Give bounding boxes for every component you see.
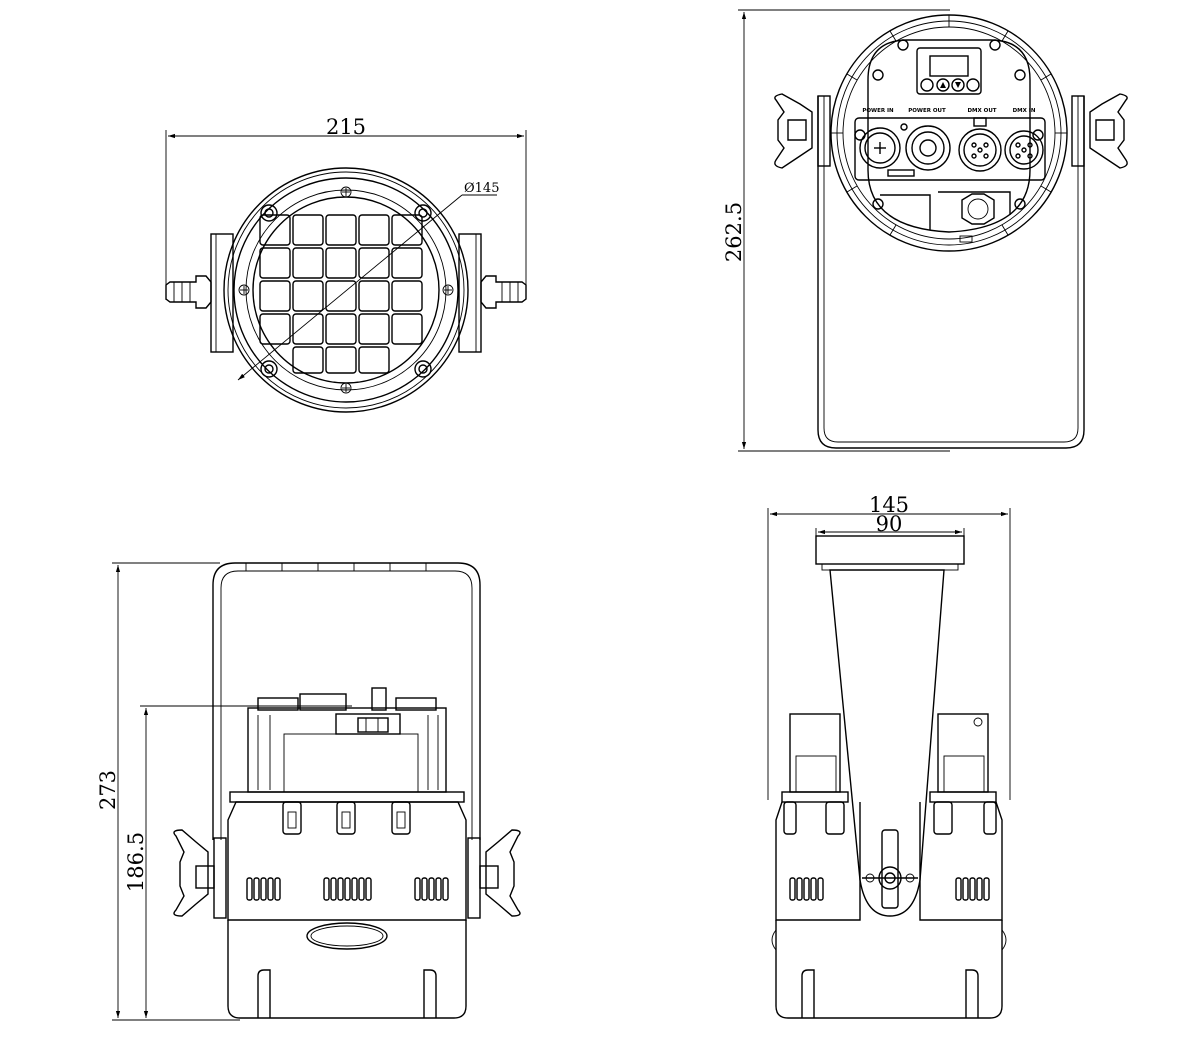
side-vents: [246, 877, 449, 901]
side-main-body: [227, 791, 467, 1019]
front-diameter-label: Ø145: [464, 181, 499, 196]
side-knobs: [173, 829, 521, 919]
power-out-label: POWER OUT: [908, 108, 946, 114]
rear-housing: POWER IN POWER OUT DMX OUT DMX IN: [830, 14, 1068, 252]
bracket-width-label: 90: [876, 512, 903, 536]
side-body-height-label: 186.5: [124, 832, 148, 892]
side-top-module: [247, 687, 447, 793]
front-side-brackets: [165, 233, 527, 353]
rotated-body: [771, 713, 1007, 1019]
rotated-knob: [862, 829, 918, 909]
power-out-connector: [900, 123, 951, 171]
side-view: 273 186.5: [96, 562, 521, 1021]
dmx-out-connector: [958, 117, 1002, 172]
front-lens-housing: [223, 167, 469, 413]
front-width-label: 215: [326, 115, 366, 139]
rear-height-label: 262.5: [722, 202, 746, 262]
side-total-height-label: 273: [96, 770, 120, 810]
rear-knobs: [774, 93, 1128, 169]
rear-view: 262.5: [722, 9, 1128, 452]
outer-width-dimension: 145: [767, 493, 1011, 800]
front-view: 215: [165, 115, 527, 413]
power-in-label: POWER IN: [862, 108, 894, 114]
rear-yoke: [817, 96, 1085, 449]
side-body-height-dimension: 186.5: [124, 705, 352, 1018]
side-view-rotated: 145 90: [767, 493, 1011, 1019]
front-grid: [259, 214, 423, 374]
side-total-height-dimension: 273: [96, 562, 240, 1021]
front-width-dimension: 215: [165, 115, 527, 300]
rear-height-dimension: 262.5: [722, 9, 950, 452]
dmx-in-label: DMX IN: [1013, 108, 1036, 114]
outer-width-label: 145: [869, 493, 909, 517]
dmx-in-connector: [1004, 130, 1044, 170]
front-diameter-dimension: Ø145: [237, 181, 499, 381]
power-in-connector: [859, 127, 901, 169]
bracket-width-dimension: 90: [815, 512, 965, 536]
dmx-out-label: DMX OUT: [967, 108, 996, 114]
